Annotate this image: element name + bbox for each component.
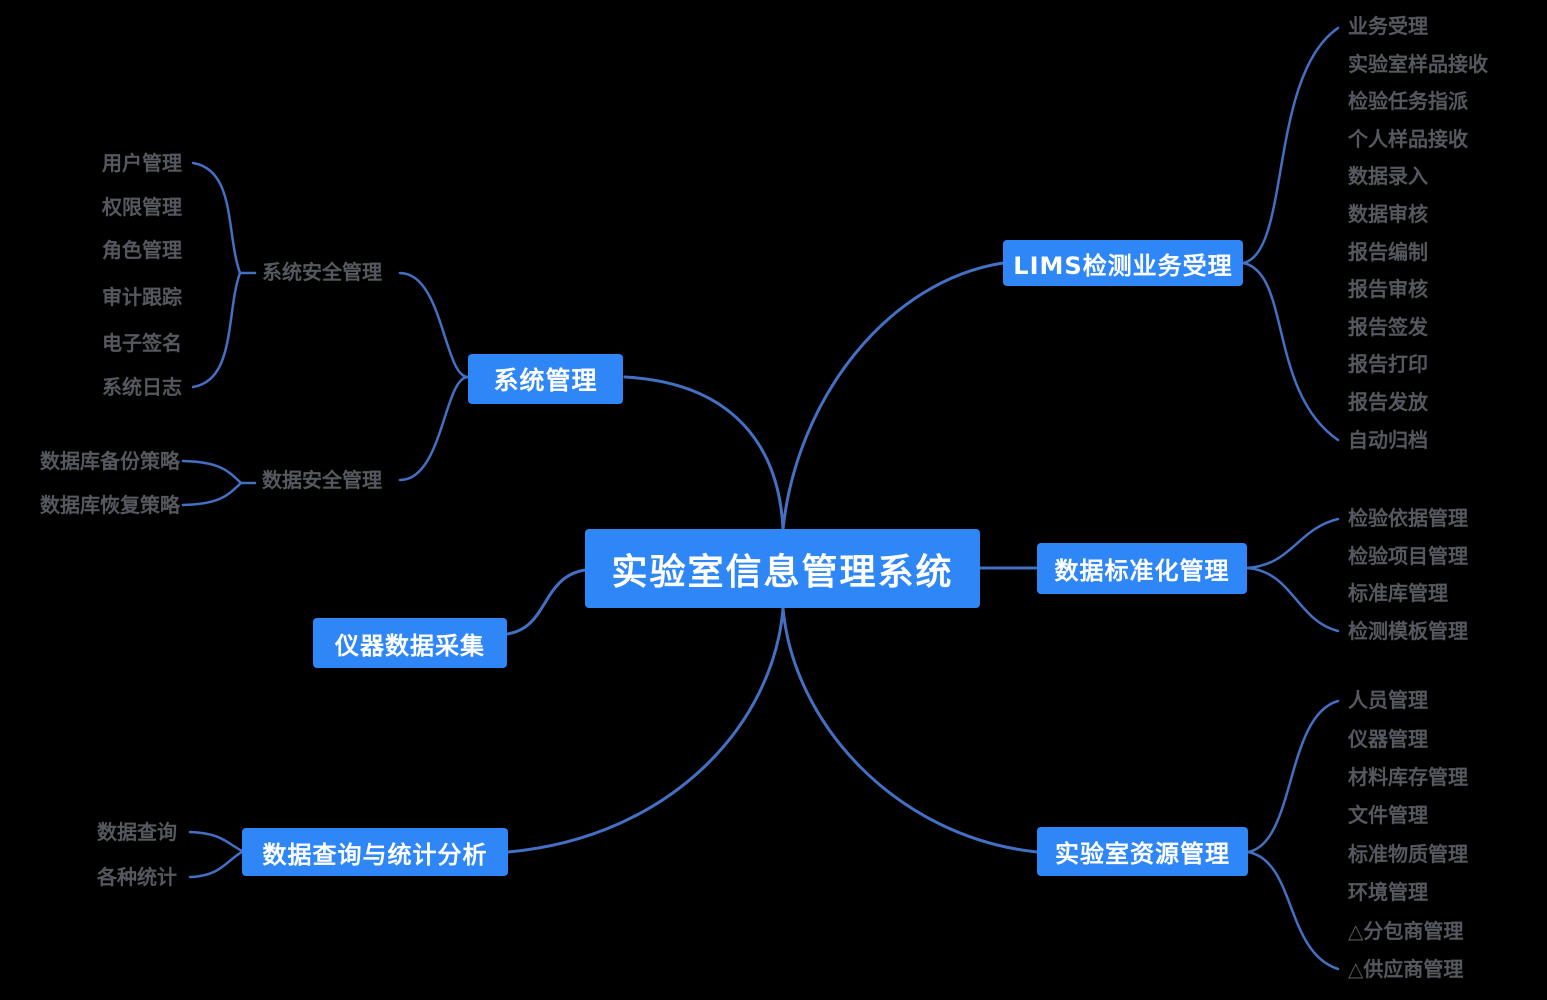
leaf-item[interactable]: 检验项目管理 (1348, 544, 1468, 568)
leaf-item[interactable]: 个人样品接收 (1348, 127, 1468, 151)
leaf-item[interactable]: 检验任务指派 (1348, 89, 1468, 113)
node-system-security[interactable]: 系统安全管理 (262, 260, 382, 284)
leaf-item[interactable]: △供应商管理 (1348, 957, 1464, 981)
leaf-item[interactable]: 标准库管理 (1348, 581, 1448, 605)
leaf-item[interactable]: △分包商管理 (1348, 919, 1464, 943)
brace-data-security-bottom (181, 481, 243, 507)
node-query-statistics[interactable]: 数据查询与统计分析 (242, 828, 508, 876)
leaf-item[interactable]: 报告编制 (1348, 240, 1428, 264)
leaf-item[interactable]: 用户管理 (102, 151, 182, 175)
fan-data-std-bottom (1245, 566, 1340, 633)
leaf-item[interactable]: 数据审核 (1348, 202, 1428, 226)
edge-center-to-instrument (505, 568, 587, 636)
edge-system-mgmt-to-system-security (398, 271, 470, 379)
leaf-item[interactable]: 电子签名 (102, 331, 182, 355)
leaf-item[interactable]: 报告打印 (1348, 352, 1428, 376)
edge-system-mgmt-to-data-security (398, 375, 470, 482)
leaf-item[interactable]: 材料库存管理 (1348, 765, 1468, 789)
fan-lims-bottom (1241, 261, 1340, 442)
brace-query-stats-bottom (188, 850, 244, 879)
node-system-management[interactable]: 系统管理 (468, 354, 623, 404)
leaf-item[interactable]: 报告发放 (1348, 390, 1428, 414)
edge-center-to-system-mgmt (623, 375, 785, 531)
leaf-item[interactable]: 实验室样品接收 (1348, 52, 1488, 76)
leaf-item[interactable]: 系统日志 (102, 375, 182, 399)
edge-center-to-lab-resource (781, 606, 1039, 854)
leaf-item[interactable]: 文件管理 (1348, 803, 1428, 827)
node-instrument-data-collection[interactable]: 仪器数据采集 (313, 618, 507, 668)
brace-system-security-bottom (191, 271, 242, 389)
leaf-item[interactable]: 数据库恢复策略 (40, 493, 180, 517)
fan-lab-resource-bottom (1246, 850, 1340, 971)
node-root[interactable]: 实验室信息管理系统 (585, 529, 980, 608)
leaf-item[interactable]: 权限管理 (102, 195, 182, 219)
leaf-item[interactable]: 报告签发 (1348, 315, 1428, 339)
edge-center-to-query-stats (506, 606, 785, 854)
fan-lab-resource-top (1246, 699, 1340, 854)
leaf-item[interactable]: 各种统计 (97, 865, 177, 889)
brace-data-security-top (181, 459, 243, 485)
node-lab-resource-management[interactable]: 实验室资源管理 (1037, 827, 1248, 876)
leaf-item[interactable]: 角色管理 (102, 238, 182, 262)
leaf-item[interactable]: 数据录入 (1348, 164, 1428, 188)
leaf-item[interactable]: 检测模板管理 (1348, 619, 1468, 643)
leaf-item[interactable]: 仪器管理 (1348, 727, 1428, 751)
leaf-item[interactable]: 环境管理 (1348, 880, 1428, 904)
leaf-item[interactable]: 数据查询 (97, 820, 177, 844)
node-data-standardization[interactable]: 数据标准化管理 (1037, 543, 1247, 594)
leaf-item[interactable]: 审计跟踪 (102, 285, 182, 309)
leaf-item[interactable]: 业务受理 (1348, 14, 1428, 38)
brace-system-security-top (191, 161, 242, 275)
leaf-item[interactable]: 标准物质管理 (1348, 842, 1468, 866)
leaf-item[interactable]: 自动归档 (1348, 428, 1428, 452)
leaf-item[interactable]: 数据库备份策略 (40, 449, 180, 473)
node-lims-business-acceptance[interactable]: LIMS检测业务受理 (1003, 240, 1243, 286)
leaf-item[interactable]: 报告审核 (1348, 277, 1428, 301)
node-data-security[interactable]: 数据安全管理 (262, 468, 382, 492)
edge-center-to-lims-accept (781, 261, 1005, 531)
leaf-item[interactable]: 人员管理 (1348, 688, 1428, 712)
leaf-item[interactable]: 检验依据管理 (1348, 506, 1468, 530)
fan-data-std-top (1245, 517, 1340, 570)
brace-query-stats-top (188, 830, 244, 853)
fan-lims-top (1241, 26, 1340, 265)
